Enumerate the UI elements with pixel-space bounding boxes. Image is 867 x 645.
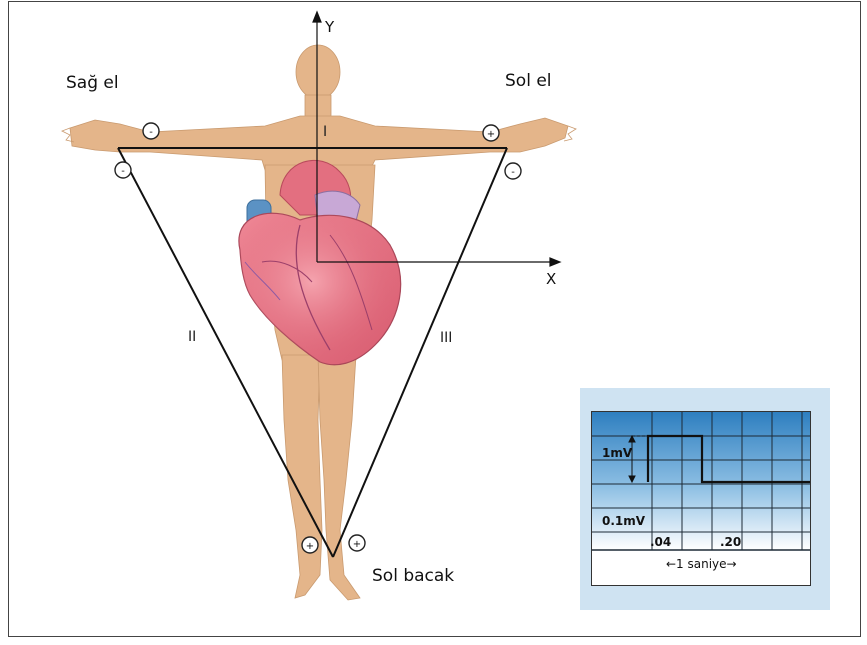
electrode-icon: + <box>349 535 365 551</box>
label-lead-2: II <box>188 329 196 345</box>
electrode-icon: + <box>483 125 499 141</box>
ecg-time-small-label: .04 <box>650 535 671 549</box>
x-axis-arrow-icon <box>550 258 560 266</box>
label-right-hand: Sağ el <box>66 73 119 93</box>
svg-text:-: - <box>121 166 125 177</box>
ecg-calibration-inset: 1mV 0.1mV .04 .20 ←1 saniye→ <box>580 388 830 610</box>
electrode-icon: + <box>302 537 318 553</box>
ecg-grid-box: 1mV 0.1mV .04 .20 ←1 saniye→ <box>591 411 811 586</box>
ecg-amplitude-label: 1mV <box>602 446 632 460</box>
label-left-hand: Sol el <box>505 71 552 91</box>
label-axis-y: Y <box>325 18 334 36</box>
svg-text:+: + <box>487 129 495 140</box>
label-left-leg: Sol bacak <box>372 566 454 586</box>
ecg-duration-label: ←1 saniye→ <box>666 557 737 571</box>
svg-text:-: - <box>149 127 153 138</box>
label-lead-3: III <box>440 330 452 346</box>
electrode-icon: - <box>143 123 159 139</box>
label-axis-x: X <box>546 270 556 288</box>
svg-text:-: - <box>511 167 515 178</box>
ecg-time-large-label: .20 <box>720 535 741 549</box>
ecg-small-division-label: 0.1mV <box>602 514 645 528</box>
electrode-icon: - <box>115 162 131 178</box>
svg-text:+: + <box>353 539 361 550</box>
svg-text:+: + <box>306 541 314 552</box>
electrode-icon: - <box>505 163 521 179</box>
y-axis-arrow-icon <box>313 12 321 22</box>
label-lead-1: I <box>323 124 327 140</box>
